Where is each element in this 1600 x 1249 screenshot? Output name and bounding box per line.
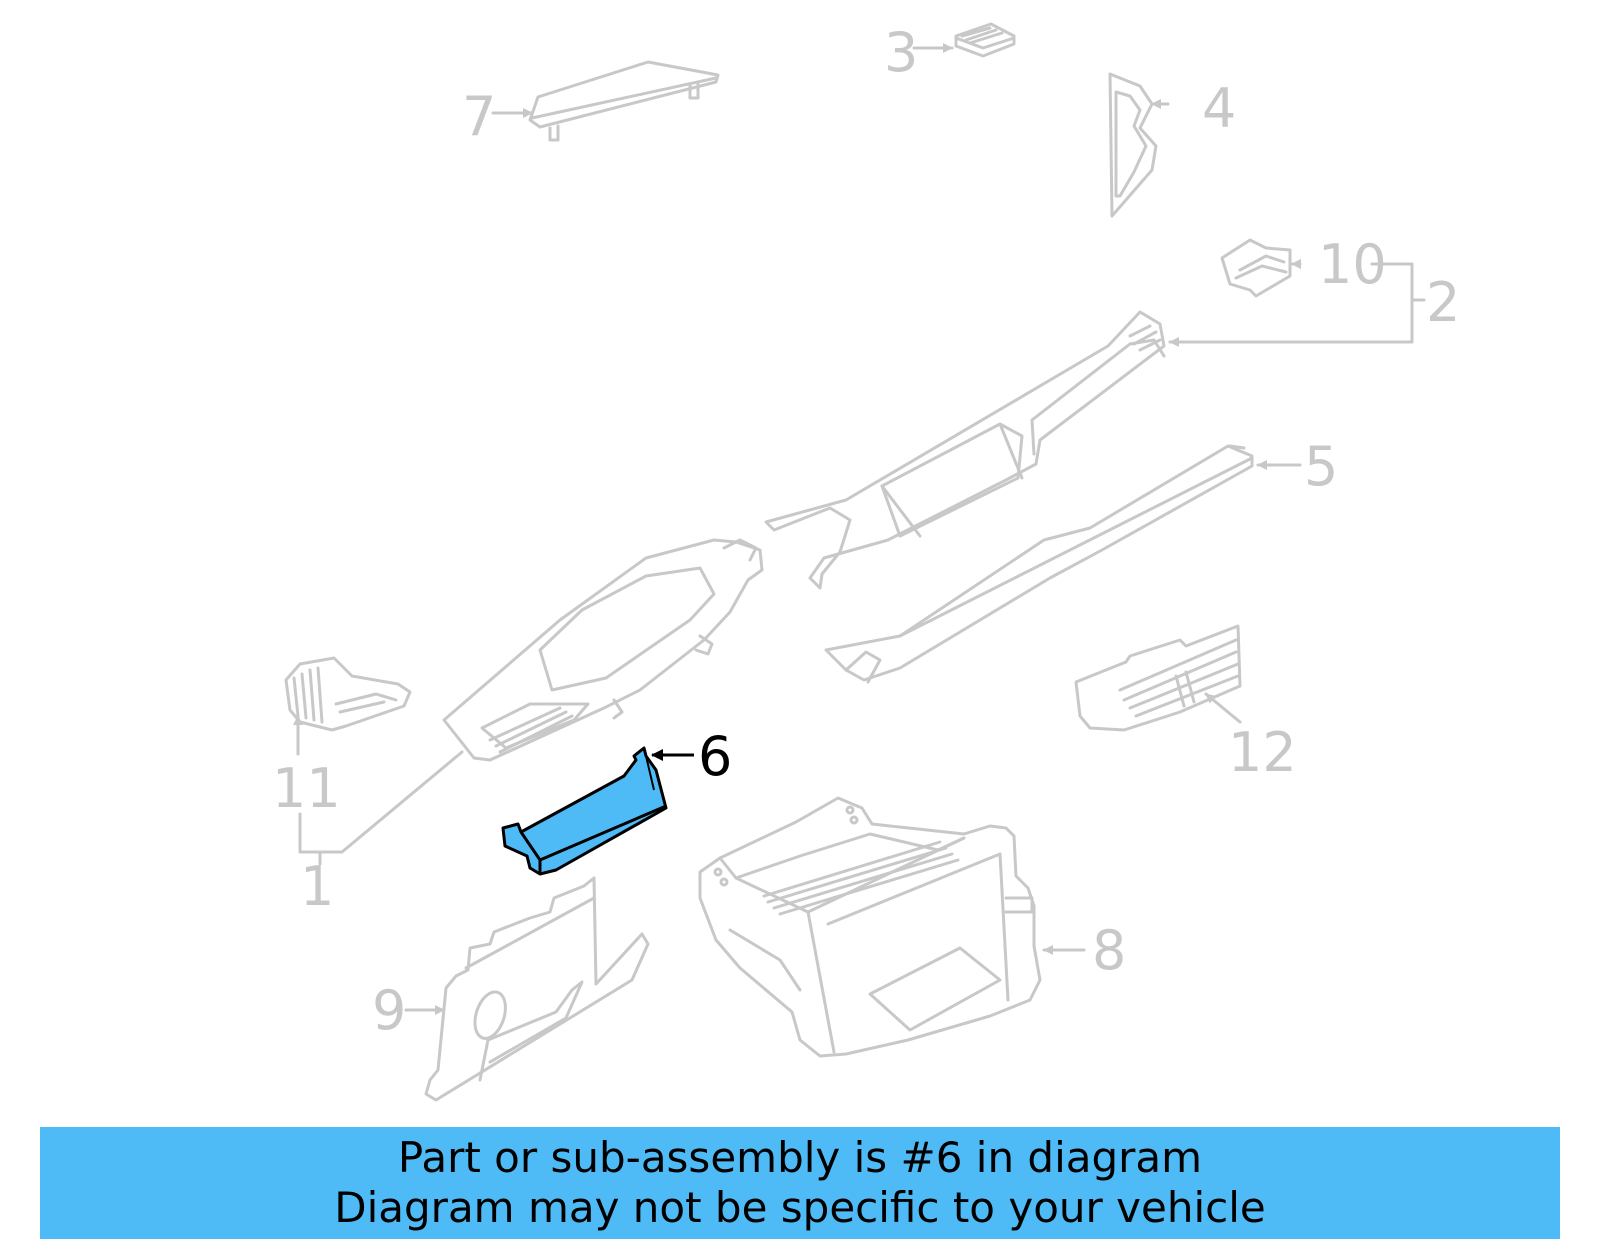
part-8-radio-bracket[interactable]: [698, 796, 1042, 1058]
part-10-clip[interactable]: [1220, 238, 1292, 298]
callout-4: 4: [1202, 77, 1237, 140]
part-9-glovebox[interactable]: [424, 876, 650, 1102]
callout-8: 8: [1092, 919, 1127, 982]
callout-11: 11: [272, 757, 341, 820]
callout-9: 9: [372, 979, 407, 1042]
part-1-instrument-panel[interactable]: [442, 538, 764, 762]
callout-10: 10: [1318, 233, 1387, 296]
part-11-vent[interactable]: [284, 656, 412, 732]
callout-2: 2: [1426, 271, 1461, 334]
part-3-vent[interactable]: [954, 22, 1016, 58]
callout-7: 7: [462, 85, 497, 148]
part-4-side-trim[interactable]: [1108, 72, 1158, 218]
part-6-highlighted[interactable]: [501, 746, 668, 876]
callout-5: 5: [1304, 435, 1339, 498]
callout-1: 1: [300, 855, 335, 918]
leader-12: [1204, 692, 1242, 724]
banner-line-disclaimer: Diagram may not be specific to your vehi…: [334, 1183, 1266, 1232]
callout-12: 12: [1228, 721, 1297, 784]
part-12-vent[interactable]: [1074, 624, 1242, 732]
banner-line-part-number: Part or sub-assembly is #6 in diagram: [397, 1133, 1203, 1182]
callout-6[interactable]: 6: [698, 725, 733, 788]
callout-3: 3: [884, 21, 919, 84]
part-2-dash-trim[interactable]: [764, 310, 1166, 590]
info-banner: Part or sub-assembly is #6 in diagram Di…: [40, 1127, 1560, 1239]
bracket-2: [1172, 262, 1414, 344]
part-7-trim-panel[interactable]: [528, 60, 720, 142]
part-5-trim-strip[interactable]: [824, 444, 1254, 684]
